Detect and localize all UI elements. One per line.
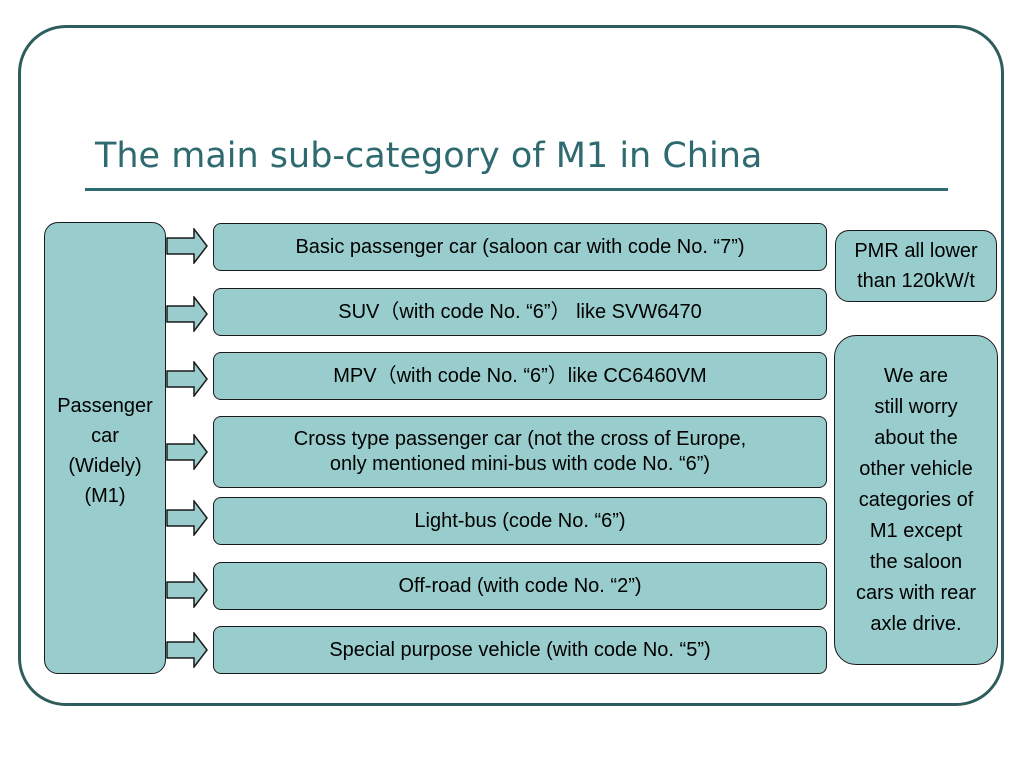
category-off-road: Off-road (with code No. “2”) (213, 562, 827, 610)
arrow-right-icon (166, 572, 208, 608)
category-light-bus: Light-bus (code No. “6”) (213, 497, 827, 545)
arrow-right-icon (166, 632, 208, 668)
title-underline (85, 188, 948, 191)
arrow-right-icon (166, 296, 208, 332)
arrow-right-icon (166, 361, 208, 397)
category-suv: SUV（with code No. “6”） like SVW6470 (213, 288, 827, 336)
root-category-box: Passenger car (Widely) (M1) (44, 222, 166, 674)
category-special-purpose-vehicle: Special purpose vehicle (with code No. “… (213, 626, 827, 674)
arrow-right-icon (166, 500, 208, 536)
arrow-right-icon (166, 434, 208, 470)
slide-frame (18, 25, 1004, 706)
category-cross-type-passenger-car: Cross type passenger car (not the cross … (213, 416, 827, 488)
category-mpv: MPV（with code No. “6”）like CC6460VM (213, 352, 827, 400)
arrow-right-icon (166, 228, 208, 264)
pmr-note-box: PMR all lower than 120kW/t (835, 230, 997, 302)
worry-note-box: We are still worry about the other vehic… (834, 335, 998, 665)
category-basic-passenger-car: Basic passenger car (saloon car with cod… (213, 223, 827, 271)
slide-title: The main sub-category of M1 in China (95, 136, 763, 176)
